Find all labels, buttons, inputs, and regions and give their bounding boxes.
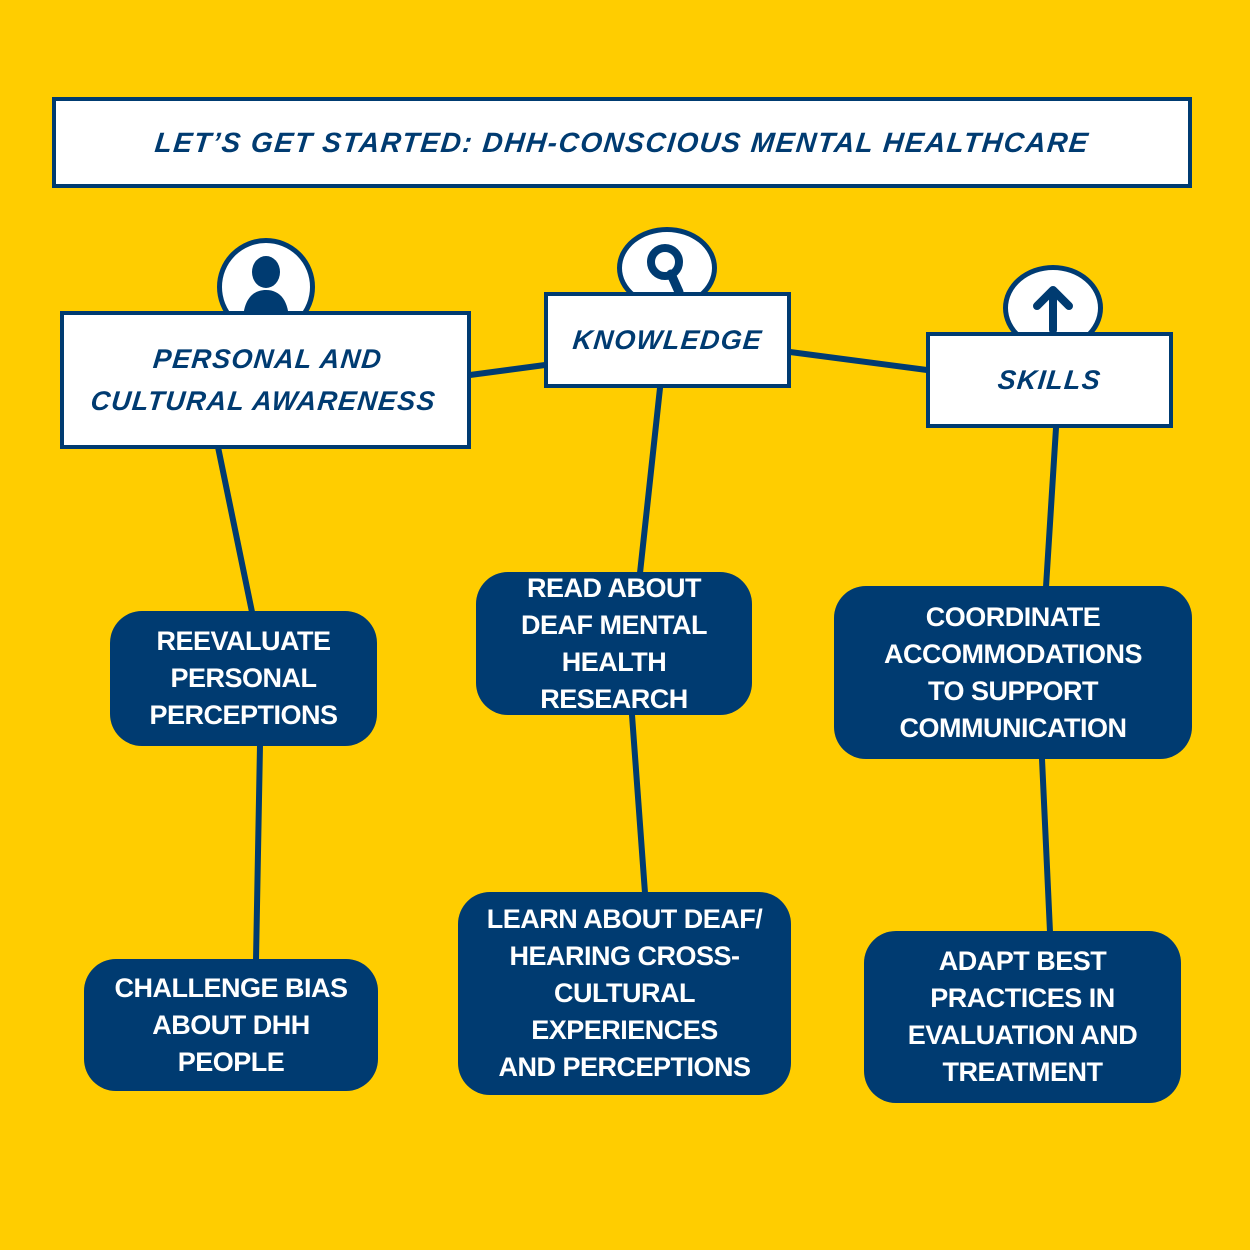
connector-skills-item2 <box>1039 756 1053 935</box>
category-awareness: PERSONAL AND CULTURAL AWARENESS <box>60 311 471 449</box>
connector-knowledge-skills <box>787 349 930 373</box>
pill-text: COORDINATE ACCOMMODATIONS TO SUPPORT COM… <box>884 601 1142 743</box>
connector-skills-item1 <box>1043 425 1059 590</box>
pill-text: LEARN ABOUT DEAF/ HEARING CROSS- CULTURA… <box>486 904 763 1082</box>
connector-knowledge-item1 <box>637 385 663 576</box>
category-awareness-label: PERSONAL AND CULTURAL AWARENESS <box>89 344 438 416</box>
awareness-item-challenge-bias: CHALLENGE BIAS ABOUT DHH PEOPLE <box>84 959 378 1091</box>
knowledge-item-read-research: READ ABOUT DEAF MENTAL HEALTH RESEARCH <box>476 572 752 715</box>
connector-awareness-item2 <box>253 742 263 963</box>
knowledge-item-learn-cross-cultural: LEARN ABOUT DEAF/ HEARING CROSS- CULTURA… <box>458 892 791 1095</box>
pill-text: ADAPT BEST PRACTICES IN EVALUATION AND T… <box>907 946 1138 1087</box>
category-knowledge-label: KNOWLEDGE <box>571 325 764 355</box>
awareness-item-reevaluate: REEVALUATE PERSONAL PERCEPTIONS <box>110 611 377 746</box>
pill-text: REEVALUATE PERSONAL PERCEPTIONS <box>149 626 338 730</box>
connector-awareness-knowledge <box>467 362 548 378</box>
skills-item-adapt-practices: ADAPT BEST PRACTICES IN EVALUATION AND T… <box>864 931 1181 1103</box>
page-title: LET’S GET STARTED: DHH-CONSCIOUS MENTAL … <box>153 126 1091 158</box>
pill-text: READ ABOUT DEAF MENTAL HEALTH RESEARCH <box>521 572 707 714</box>
pill-text: CHALLENGE BIAS ABOUT DHH PEOPLE <box>114 972 348 1077</box>
category-skills-label: SKILLS <box>996 365 1103 395</box>
connector-knowledge-item2 <box>629 712 648 896</box>
connector-awareness-item1 <box>215 444 255 615</box>
category-knowledge: KNOWLEDGE <box>544 292 791 388</box>
title-banner: LET’S GET STARTED: DHH-CONSCIOUS MENTAL … <box>52 97 1192 188</box>
category-skills: SKILLS <box>926 332 1173 428</box>
skills-item-coordinate: COORDINATE ACCOMMODATIONS TO SUPPORT COM… <box>834 586 1192 759</box>
